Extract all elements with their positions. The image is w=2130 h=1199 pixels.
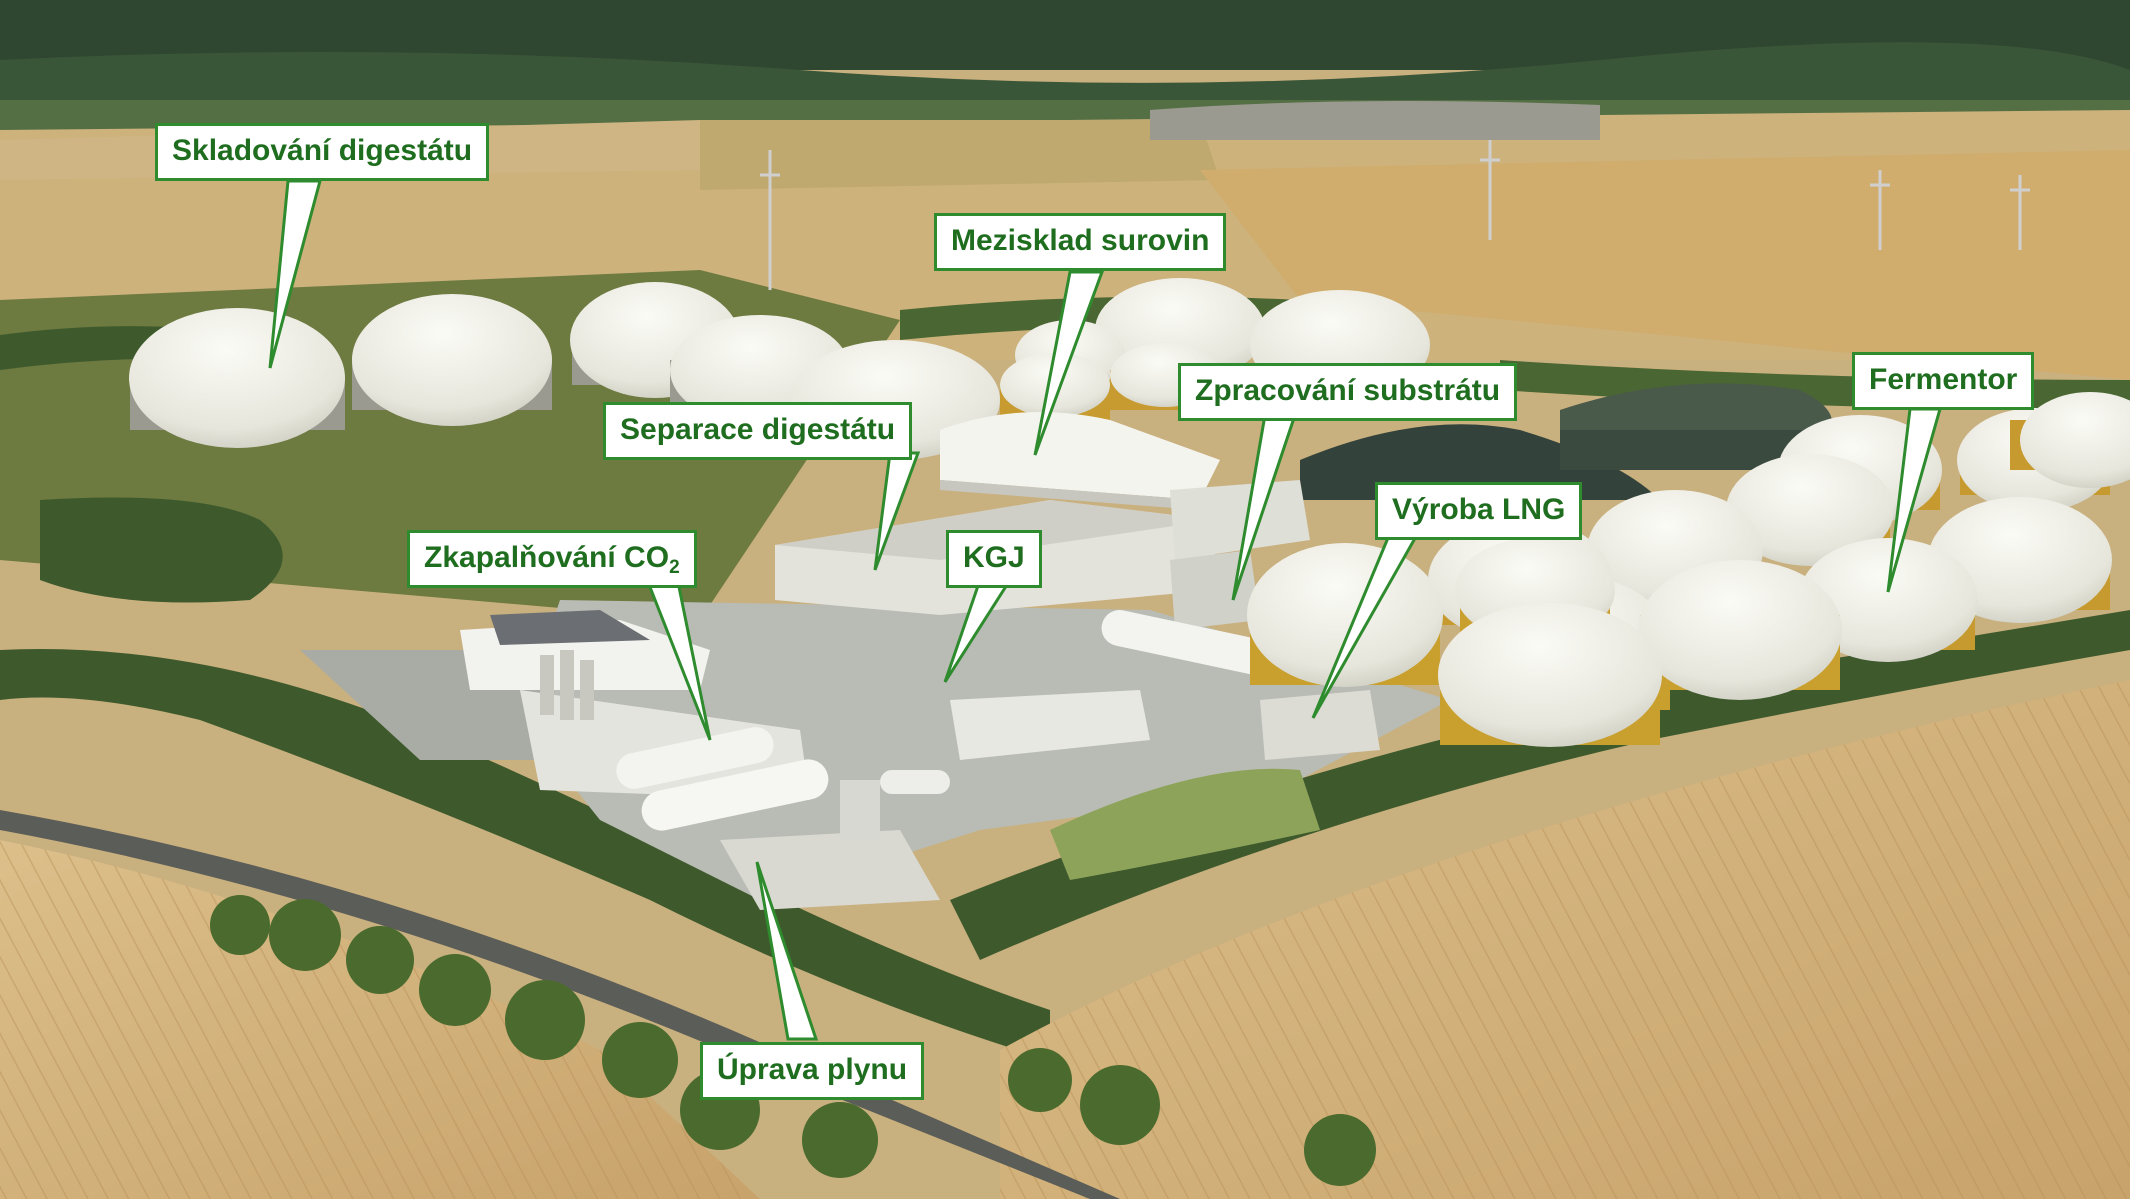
- label-text: KGJ: [963, 541, 1025, 574]
- label-text: Fermentor: [1869, 363, 2018, 396]
- wheat-field-right: [1000, 680, 2130, 1199]
- label-text: Výroba LNG: [1392, 493, 1566, 526]
- label-text: Mezisklad surovin: [951, 224, 1210, 257]
- raw-material-hall: [940, 412, 1220, 510]
- substrate-heaps: [1300, 383, 1832, 500]
- label-separace-digestatu: Separace digestátu: [603, 402, 913, 460]
- label-text: Zpracování substrátu: [1195, 374, 1501, 407]
- label-vyroba-lng: Výroba LNG: [1375, 482, 1583, 540]
- label-text: Skladování digestátu: [172, 134, 473, 167]
- label-zkapalnovani-co2: Zkapalňování CO2: [407, 530, 697, 588]
- label-subscript: 2: [669, 557, 680, 578]
- label-text: Úprava plynu: [717, 1053, 908, 1086]
- label-text: Zkapalňování CO: [424, 541, 670, 574]
- front-trees: [210, 895, 1376, 1186]
- label-kgj: KGJ: [946, 530, 1042, 588]
- label-mezisklad-surovin: Mezisklad surovin: [934, 213, 1227, 271]
- label-skladovani-digestatu: Skladování digestátu: [155, 123, 490, 181]
- power-pylons: [760, 140, 2030, 290]
- horizontal-tanks: [540, 610, 1279, 840]
- label-zpracovani-substratu: Zpracování substrátu: [1178, 363, 1518, 421]
- label-text: Separace digestátu: [620, 413, 896, 446]
- label-fermentor: Fermentor: [1852, 352, 2035, 410]
- label-uprava-plynu: Úprava plynu: [700, 1042, 925, 1100]
- wheat-field-left: [0, 810, 1120, 1199]
